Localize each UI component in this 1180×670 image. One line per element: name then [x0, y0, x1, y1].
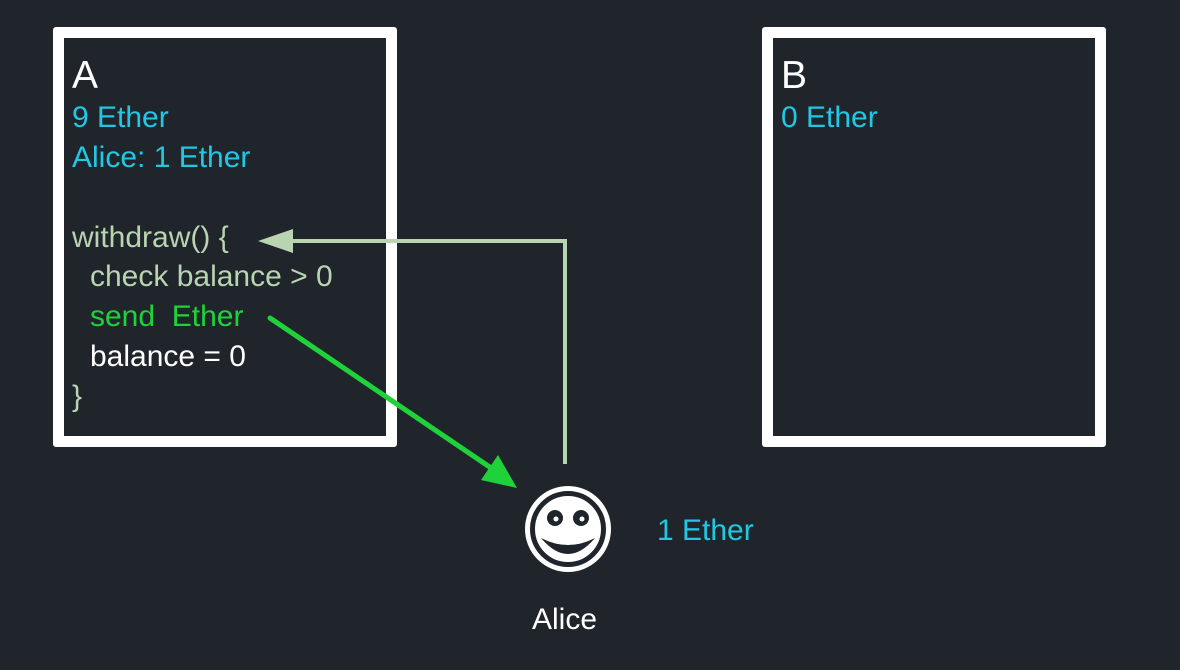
code-line-check-balance: check balance > 0	[90, 260, 333, 293]
contract-a-balance: 9 Ether	[72, 101, 169, 134]
send-ether-arrow	[267, 315, 517, 488]
smiley-face-icon	[525, 486, 611, 572]
code-line-withdraw: withdraw() {	[72, 221, 229, 254]
contract-b-balance: 0 Ether	[781, 101, 878, 134]
contract-a-alice-balance: Alice: 1 Ether	[72, 141, 251, 174]
call-withdraw-arrow	[258, 229, 567, 464]
code-line-send-ether: send Ether	[90, 300, 244, 333]
contract-a-box	[53, 27, 397, 447]
alice-label: Alice	[532, 603, 598, 636]
code-line-set-balance: balance = 0	[90, 340, 246, 373]
code-line-close-brace: }	[72, 380, 83, 413]
contract-b-title: B	[781, 54, 808, 97]
contract-b-box	[762, 27, 1106, 447]
contract-a-title: A	[72, 54, 99, 97]
alice-balance: 1 Ether	[657, 514, 754, 547]
